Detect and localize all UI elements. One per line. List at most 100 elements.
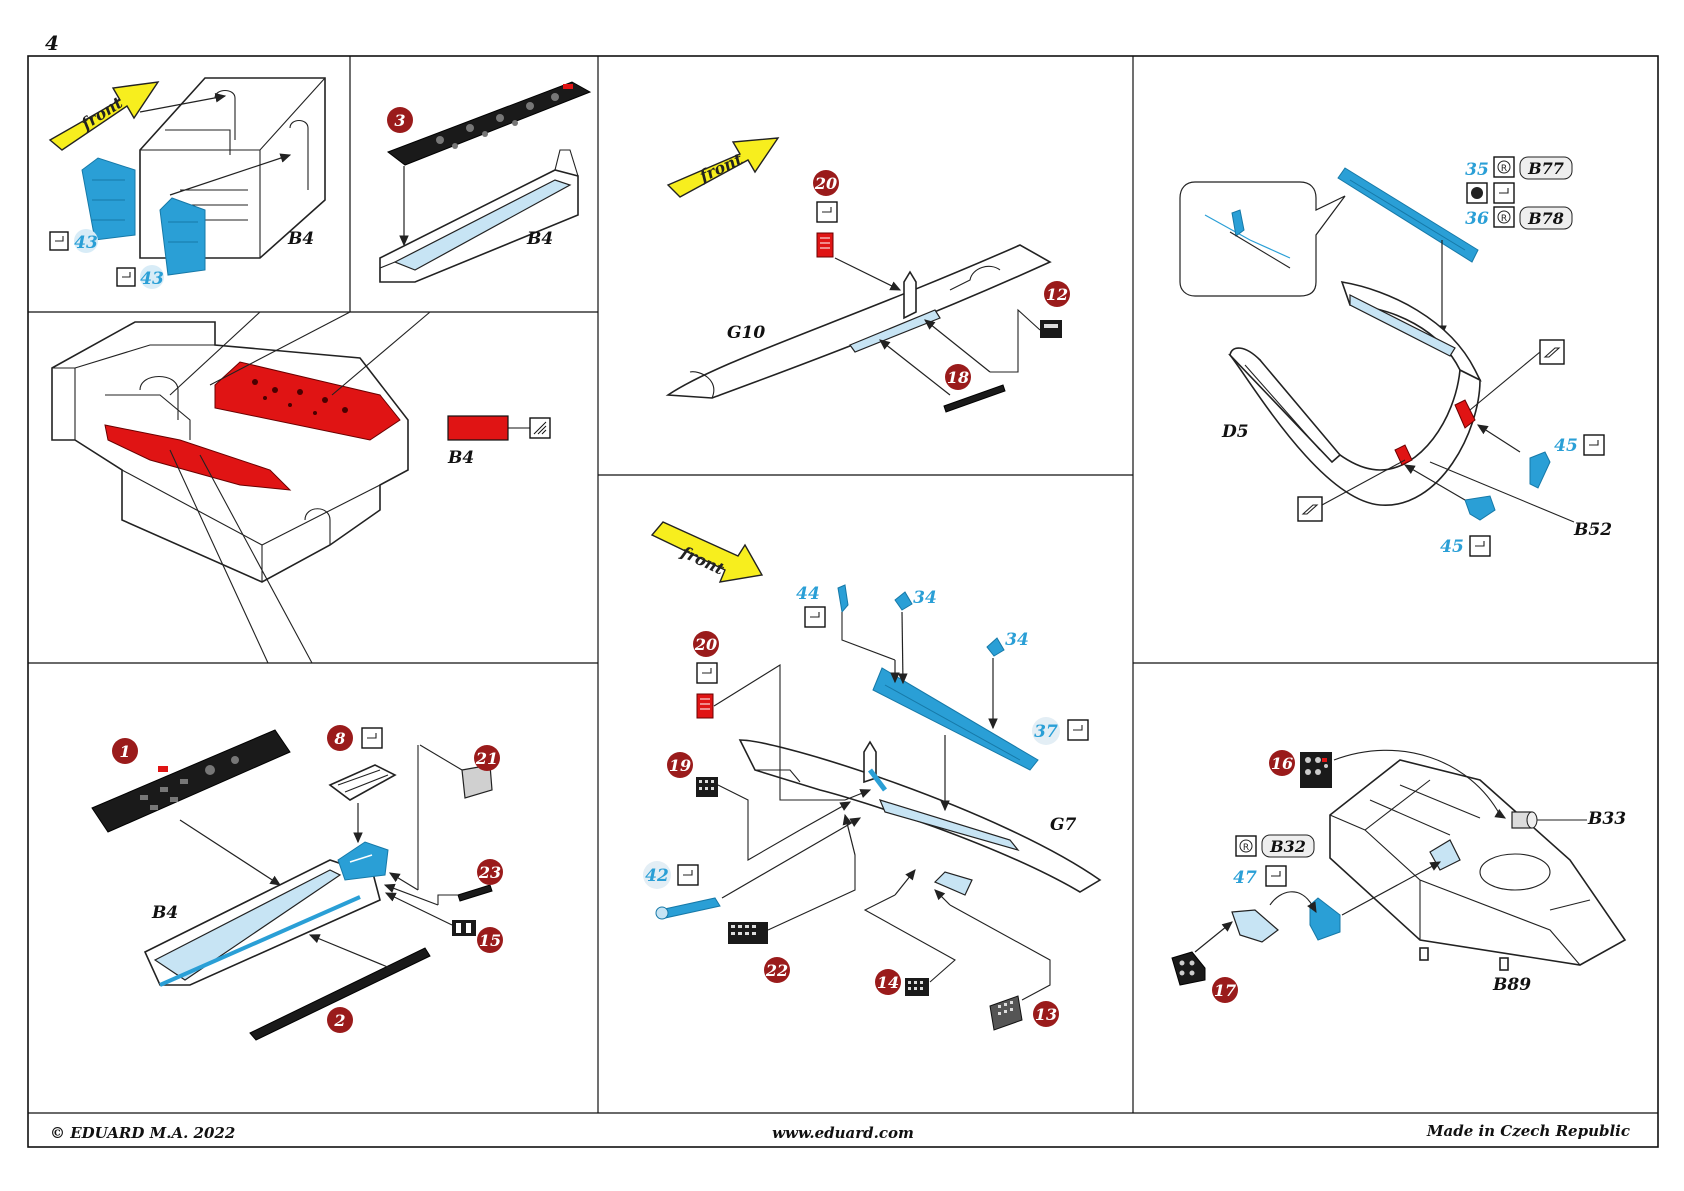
fold-icon-45b (1469, 535, 1491, 557)
part-number-34a: 34 (913, 588, 937, 608)
instrument-panel-pe3 (386, 81, 592, 166)
part-number-45a: 45 (1554, 436, 1578, 456)
part-badge (764, 957, 790, 983)
part-label-b4-p4: B4 (151, 903, 178, 923)
footer-origin: Made in Czech Republic (1426, 1122, 1630, 1140)
pe-part-22 (728, 922, 768, 944)
pe-cover-8 (328, 764, 397, 801)
pe-part-42 (655, 897, 721, 920)
paint-square-icon-b (1297, 496, 1323, 522)
part-badge (693, 631, 719, 657)
part-badge (327, 1007, 353, 1033)
part-number-23: 23 (478, 863, 501, 882)
part-number-21: 21 (475, 749, 498, 768)
fold-icon-43b (116, 267, 136, 287)
pe-part-45-a (1529, 451, 1551, 489)
pe-part-44 (837, 584, 849, 614)
part-number-13: 13 (1035, 1005, 1057, 1024)
red-decal-20b (696, 693, 714, 719)
part-label-b89: B89 (1492, 975, 1531, 995)
part-number-47: 47 (1233, 868, 1257, 888)
pe-rail-35-36 (1337, 167, 1479, 263)
part-number-16: 16 (1271, 754, 1293, 773)
front-arrow-1: front (48, 81, 160, 151)
instrument-hood-b89 (1329, 759, 1627, 971)
reverse-icon-36: R (1493, 206, 1515, 228)
console-part-drawing (379, 149, 579, 283)
panel-4: 1 8 21 (91, 725, 503, 1041)
part-number-36: 36 (1465, 209, 1489, 229)
part-number-18: 18 (947, 368, 969, 387)
pe-part-12 (1040, 320, 1062, 338)
page-number: 4 (45, 31, 59, 55)
footer-website[interactable]: www.eduard.com (772, 1124, 914, 1142)
pe-part-14 (905, 978, 929, 996)
pe-part-34b (986, 637, 1005, 657)
panel-6: front G7 37 44 (643, 521, 1102, 1031)
cockpit-tub-drawing (51, 321, 409, 583)
pe-strip-2 (249, 947, 431, 1041)
pe-strip-15 (452, 920, 476, 936)
code-b32: B32 (1269, 837, 1306, 856)
part-badge (387, 107, 413, 133)
code-b78: B78 (1527, 209, 1564, 228)
fold-icon-47 (1265, 865, 1287, 887)
part-badge (813, 170, 839, 196)
part-label-d5: D5 (1221, 422, 1249, 442)
part-badge (1269, 750, 1295, 776)
part-number-15: 15 (479, 931, 501, 950)
paint-square-icon-a (1539, 339, 1565, 365)
fold-icon-20b (696, 662, 718, 684)
part-number-12: 12 (1046, 285, 1068, 304)
pe-blue-part-8 (337, 841, 389, 881)
svg-text:R: R (1501, 164, 1507, 174)
paint-icon (1466, 182, 1488, 204)
cockpit-coaming-d5 (1228, 280, 1482, 506)
footer: © EDUARD M.A. 2022 www.eduard.com Made i… (50, 1122, 1630, 1142)
part-number-42: 42 (645, 866, 669, 886)
callout-lines (169, 311, 431, 664)
detail-callout (1179, 181, 1346, 297)
part-label-b33: B33 (1587, 809, 1626, 829)
part-label-b4: B4 (287, 229, 314, 249)
part-badge (327, 725, 353, 751)
front-arrow-3: front (650, 521, 764, 583)
part-number-20-p6: 20 (694, 635, 717, 654)
panel-5: front G10 20 12 18 (665, 137, 1070, 413)
red-decal-20 (816, 232, 834, 258)
part-number-34b: 34 (1005, 630, 1029, 650)
plastic-part-b32 (1231, 909, 1279, 943)
legend-label-b4: B4 (447, 448, 474, 468)
part-number-43b: 43 (140, 269, 164, 289)
fold-icon-44 (804, 606, 826, 628)
console-box-part (933, 871, 973, 896)
code-b77: B77 (1527, 159, 1564, 178)
canopy-rail-g10 (665, 244, 1052, 399)
side-console-drawing (143, 859, 381, 987)
part-number-44: 44 (796, 584, 820, 604)
canopy-rail-g7 (738, 739, 1102, 893)
part-label-b52: B52 (1573, 520, 1612, 540)
part-badge-bg (1032, 717, 1060, 745)
panel-grid (27, 55, 1659, 1148)
fold-icon-45a (1583, 434, 1605, 456)
part-badge-bg (140, 265, 164, 289)
fold-icon-8 (361, 727, 383, 749)
pe-part-13 (989, 995, 1023, 1031)
fold-icon-42 (677, 864, 699, 886)
pe-part-45-b (1464, 495, 1496, 521)
front-arrow-2: front (666, 137, 780, 198)
front-label: front (696, 149, 746, 186)
panel-8: B33 B89 16 R B32 47 (1171, 749, 1627, 1003)
part-label-g7: G7 (1050, 815, 1077, 835)
part-badge-bg (643, 861, 671, 889)
red-painted-panel (214, 361, 401, 441)
part-number-8: 8 (333, 729, 345, 748)
svg-text:R: R (1243, 843, 1249, 853)
pe-part-19 (696, 777, 718, 797)
part-label-g10: G10 (727, 323, 765, 343)
pe-strip-18 (943, 384, 1006, 413)
part-badge (1044, 281, 1070, 307)
part-number-35: 35 (1465, 160, 1489, 180)
